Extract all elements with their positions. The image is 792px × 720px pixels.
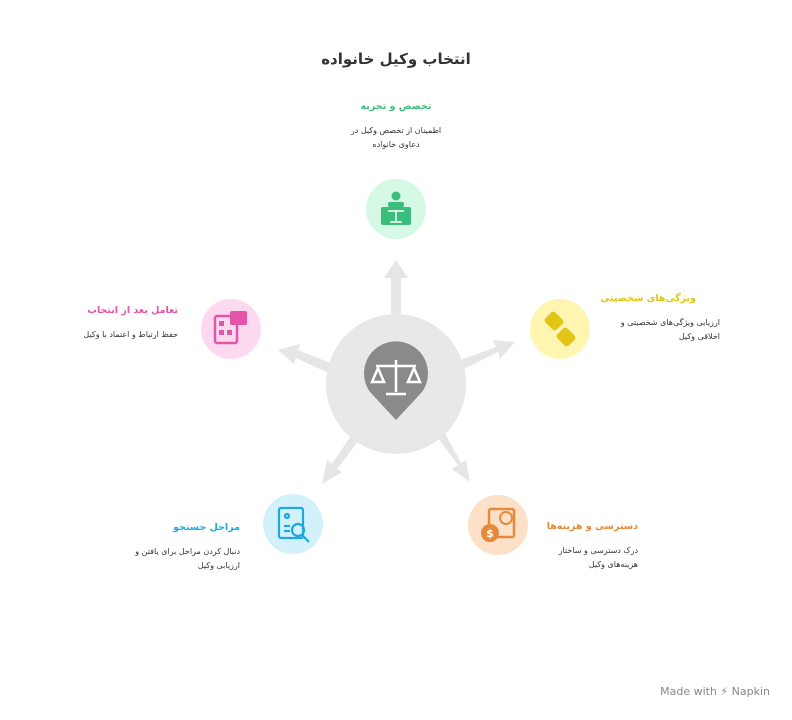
svg-text:$: $ [486, 527, 494, 540]
satellite-expertise [366, 179, 426, 239]
item-title: ویژگی‌های شخصیتی [600, 293, 696, 304]
item-title: تعامل بعد از انتخاب [87, 305, 178, 316]
satellite-costs: $ [468, 495, 528, 555]
scales-pin-icon [364, 341, 428, 420]
arrow-down-right [432, 424, 470, 482]
document-search-icon [277, 506, 310, 543]
arrow-up [384, 260, 408, 330]
item-expertise: تخصص و تجربه اطمینان از تخصص وکیل در دعا… [300, 101, 492, 152]
handshake-icon [544, 311, 576, 347]
item-desc: درک دسترسی و ساختار هزینه‌های وکیل [558, 546, 638, 569]
item-title: دسترسی و هزینه‌ها [546, 521, 638, 532]
satellite-after [201, 299, 261, 359]
arrow-right [455, 340, 515, 372]
napkin-footer[interactable]: Made with ⚡ Napkin [660, 685, 770, 698]
item-desc: اطمینان از تخصص وکیل در دعاوی خانواده [350, 126, 442, 149]
dollar-clock-icon: $ [481, 507, 516, 542]
item-search: مراحل جستجو دنبال کردن مراحل برای یافتن … [130, 522, 240, 573]
satellite-search [263, 494, 323, 554]
item-desc: حفظ ارتباط و اعتماد با وکیل [83, 330, 178, 339]
arrows [278, 260, 515, 484]
diagram-title: انتخاب وکیل خانواده [321, 50, 471, 68]
satellite-personality [530, 299, 590, 359]
item-title: تخصص و تجربه [360, 101, 432, 112]
item-desc: ارزیابی ویژگی‌های شخصیتی و اخلاقی وکیل [620, 318, 720, 341]
item-costs: دسترسی و هزینه‌ها درک دسترسی و ساختار هز… [540, 521, 638, 572]
item-after: تعامل بعد از انتخاب حفظ ارتباط و اعتماد … [60, 305, 178, 342]
phone-chat-icon [213, 311, 247, 345]
item-personality: ویژگی‌های شخصیتی ارزیابی ویژگی‌های شخصیت… [600, 293, 720, 344]
arrow-left [278, 344, 338, 376]
item-desc: دنبال کردن مراحل برای یافتن و ارزیابی وک… [135, 547, 240, 570]
arrow-down-left [322, 428, 364, 484]
item-title: مراحل جستجو [173, 522, 240, 533]
